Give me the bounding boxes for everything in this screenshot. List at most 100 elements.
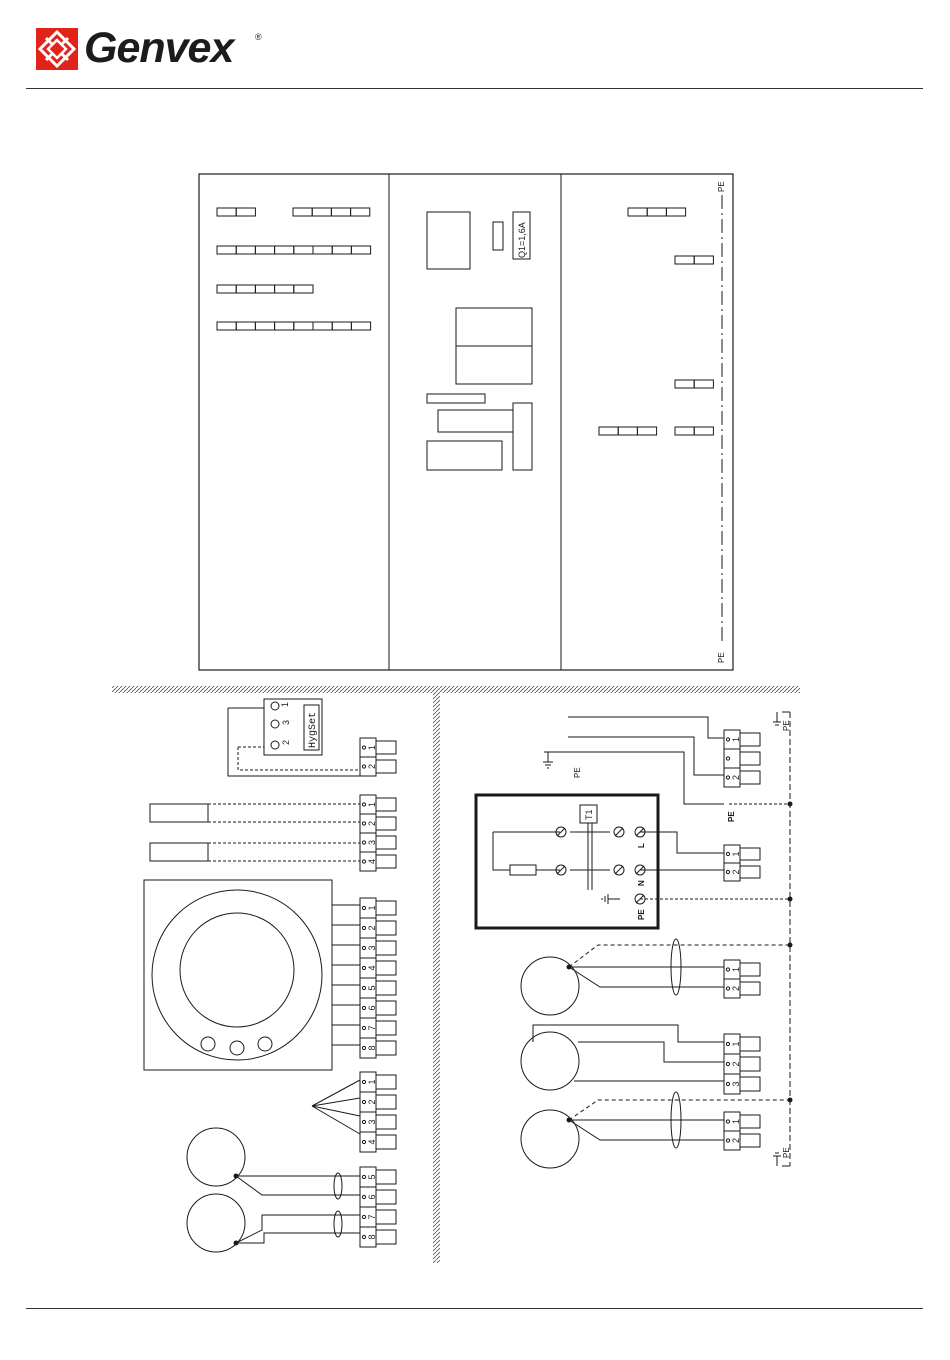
terminal-contact (362, 1026, 365, 1029)
terminal-number: 1 (367, 1079, 377, 1084)
cabinet-terminal (351, 246, 370, 254)
terminal-contact (362, 1195, 365, 1198)
control-cabinet (199, 174, 733, 670)
pe-bottom-label: PE (717, 652, 726, 663)
terminal-number: 8 (367, 1045, 377, 1050)
terminal-contact (362, 765, 365, 768)
cabinet-terminal (312, 208, 331, 216)
terminal-screw (376, 1001, 396, 1015)
terminal-block-mains: 12 (724, 845, 760, 881)
terminal-number: 2 (367, 925, 377, 930)
terminal-number: 3 (367, 1119, 377, 1124)
cabinet-terminal (275, 322, 294, 330)
cabinet-terminal (236, 285, 255, 293)
junction-dot (788, 802, 793, 807)
cabinet-terminal (351, 208, 370, 216)
pe-top-label: PE (717, 181, 726, 192)
cabinet-terminal (694, 427, 713, 435)
terminal-screw (740, 752, 760, 765)
terminal-contact (726, 776, 729, 779)
terminal-number: 7 (367, 1214, 377, 1219)
hygrostat-terminal-1: 1 (280, 702, 290, 707)
terminal-screw (376, 817, 396, 830)
terminal-contact (362, 1120, 365, 1123)
terminal-screw (376, 1230, 396, 1244)
terminal-screw (740, 1037, 760, 1051)
terminal-number: 4 (367, 1139, 377, 1144)
cabinet-terminal (294, 322, 313, 330)
mains-label-pe: PE (637, 909, 646, 920)
cabinet-terminal (694, 380, 713, 388)
mains-isolator-box (476, 795, 790, 928)
hygrostat-terminal-3: 3 (281, 720, 291, 725)
hygrostat (228, 699, 360, 776)
hygrostat-label: HygSet (308, 712, 319, 748)
terminal-contact (362, 926, 365, 929)
terminal-contact (362, 822, 365, 825)
terminal-screw (740, 982, 760, 995)
terminal-number: 6 (367, 1005, 377, 1010)
terminal-blocks: 121234123456781234567812121212312 (360, 730, 760, 1247)
cabinet-terminal (255, 322, 274, 330)
terminal-number: 2 (367, 764, 377, 769)
pe-label-supply: PE (573, 767, 582, 778)
terminal-contact (726, 1120, 729, 1123)
terminal-screw (740, 733, 760, 746)
terminal-contact (362, 946, 365, 949)
terminal-number: 1 (731, 1041, 741, 1046)
terminal-screw (376, 981, 396, 995)
pe-label-top-right: PE (782, 720, 791, 731)
cabinet-terminal (628, 208, 647, 216)
terminal-number: 3 (731, 1081, 741, 1086)
terminal-block-motor-c: 12 (724, 1112, 760, 1150)
terminal-block-cable: 1 2 3 4 (360, 1072, 396, 1152)
terminal-number: 2 (731, 1061, 741, 1066)
cabinet-terminal (599, 427, 618, 435)
cabinet-terminal (217, 322, 236, 330)
cabinet-terminal (294, 285, 313, 293)
terminal-contact (726, 1062, 729, 1065)
terminal-screw (376, 921, 396, 935)
terminal-number: 1 (731, 851, 741, 856)
terminal-contact (726, 852, 729, 855)
terminal-number: 2 (367, 1099, 377, 1104)
terminal-screw (376, 836, 396, 849)
transformer-label: T1 (584, 809, 594, 820)
breaker-label: Q1=1,6A (517, 222, 527, 258)
cabinet-terminal (666, 208, 685, 216)
terminal-number: 4 (367, 859, 377, 864)
terminal-screw (740, 771, 760, 784)
terminal-contact (362, 966, 365, 969)
terminal-block-motor-a: 12 (724, 960, 760, 998)
cable-fan (312, 1080, 360, 1134)
cabinet-terminal (675, 380, 694, 388)
terminal-screw (376, 1170, 396, 1184)
terminal-number: 2 (731, 869, 741, 874)
terminal-contact (362, 1080, 365, 1083)
terminal-contact (362, 906, 365, 909)
mains-label-n: N (637, 880, 646, 886)
terminal-screw (376, 1190, 396, 1204)
terminal-number: 1 (367, 905, 377, 910)
terminal-contact (362, 1215, 365, 1218)
controller-module (427, 212, 470, 269)
left-motors (187, 1128, 360, 1252)
terminal-number: 3 (367, 945, 377, 950)
cabinet-terminal (294, 246, 313, 254)
terminal-screw (376, 901, 396, 915)
cabinet-terminal (236, 246, 255, 254)
cabinet-terminal (217, 246, 236, 254)
hatched-divider-horizontal (112, 686, 800, 693)
terminal-screw (376, 1021, 396, 1035)
terminal-number: 2 (731, 775, 741, 780)
cabinet-terminal-rows (217, 208, 713, 435)
terminal-screw (740, 963, 760, 976)
terminal-contact (362, 803, 365, 806)
fuse-holder (493, 222, 503, 250)
terminal-number: 2 (731, 1138, 741, 1143)
terminal-screw (376, 1210, 396, 1224)
cabinet-terminal (275, 246, 294, 254)
terminal-number: 3 (367, 840, 377, 845)
terminal-contact (726, 870, 729, 873)
pe-label-bottom-right: PE (782, 1147, 791, 1158)
